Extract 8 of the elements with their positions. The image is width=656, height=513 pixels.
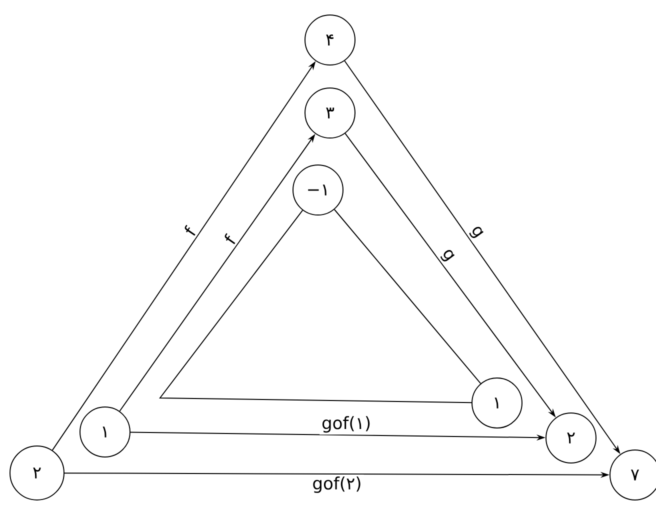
edge-label: f bbox=[184, 224, 196, 236]
edge-label: gof(۲) bbox=[313, 476, 360, 493]
connector-line bbox=[159, 210, 472, 404]
edge-label: g bbox=[469, 226, 484, 238]
edge-label: f bbox=[224, 233, 236, 244]
edge-label: g bbox=[440, 250, 455, 262]
connector-line bbox=[334, 209, 482, 384]
edge-label: gof(۱) bbox=[322, 416, 370, 433]
